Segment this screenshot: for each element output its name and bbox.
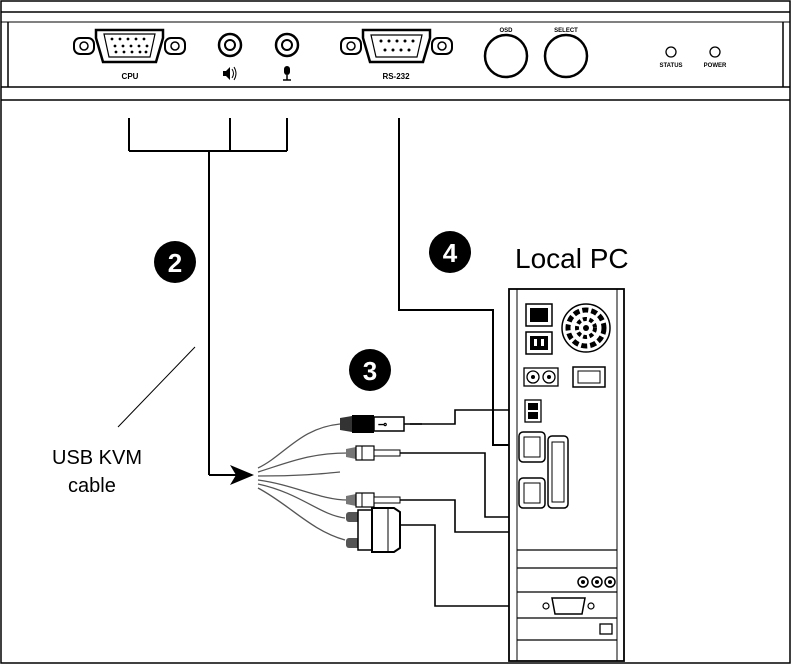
kvm-front-panel: CPU [1,11,790,101]
select-button-label: SELECT [554,28,578,34]
pc-usb-ports [524,399,542,423]
osd-button[interactable] [483,33,529,79]
select-button[interactable] [543,33,589,79]
status-led-label: STATUS [659,63,682,69]
pc-expansion-slots [517,549,617,641]
pc-serial-ports [518,431,546,509]
step-3-badge: 3 [349,349,391,391]
osd-button-label: OSD [499,28,513,34]
vga-plug [346,507,430,553]
fan-grille-icon [561,303,611,353]
cable-fanout [257,423,349,541]
pc-small-port [599,623,613,635]
cpu-vga-port [73,28,186,64]
pc-vga-port [542,597,595,615]
step-4-badge: 4 [429,231,471,273]
step-2-badge: 2 [154,241,196,283]
speaker-jack [217,32,243,58]
ps2-ports [523,367,559,387]
speaker-icon [223,66,237,81]
power-led [709,46,721,58]
usb-trident-icon: ⊸ [378,419,387,431]
pc-sound-card [577,576,616,588]
pc-parallel-port [547,435,569,509]
kvm-cable-bundle-line [128,118,288,476]
cable-label-line1: USB KVM [52,447,142,469]
usb-plug: ⊸ [340,415,422,433]
status-led [665,46,677,58]
rs232-port [340,28,453,64]
microphone-icon [283,66,291,81]
power-led-label: POWER [704,63,727,69]
cable-leader-line [117,346,196,428]
rs232-cable-line [398,118,515,446]
audio-plug-speaker [346,445,412,461]
step-4-number: 4 [443,238,458,268]
cpu-port-label: CPU [122,72,139,81]
local-pc-tower [508,288,625,662]
rs232-port-label: RS-232 [382,72,410,81]
local-pc-label: Local PC [515,243,629,274]
cable-label-line2: cable [68,475,116,497]
microphone-jack [274,32,300,58]
arrow-head [230,465,254,485]
step-3-number: 3 [363,356,377,386]
audio-plug-microphone [346,492,412,508]
power-socket-icon [525,303,553,355]
step-2-number: 2 [168,248,182,278]
